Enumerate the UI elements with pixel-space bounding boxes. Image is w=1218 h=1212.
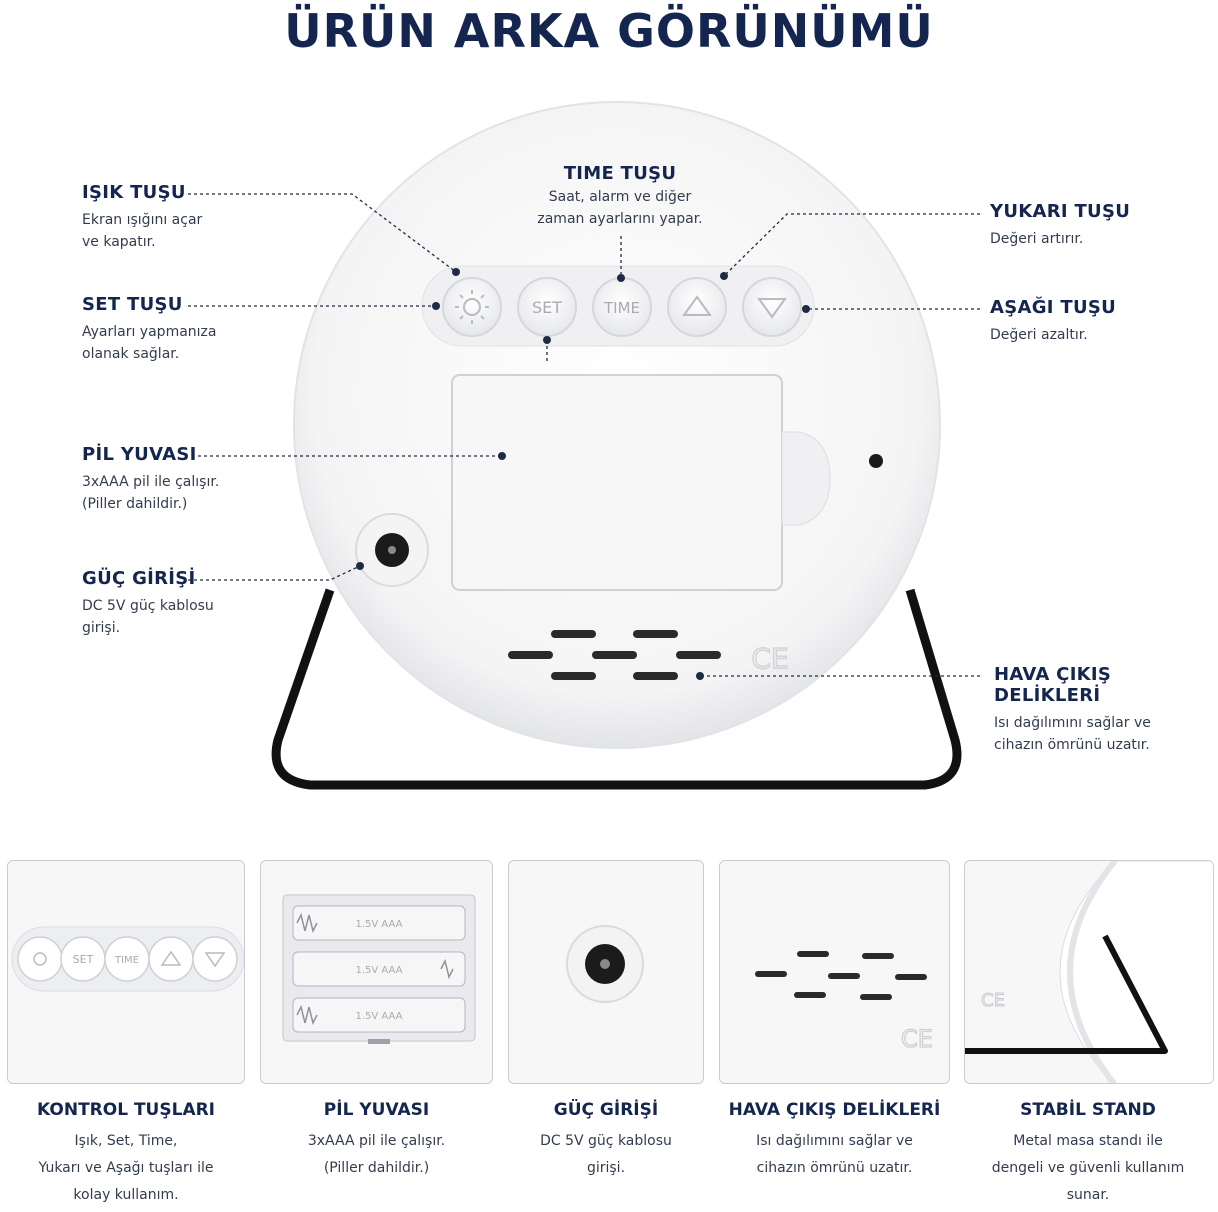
down-arrow-icon [204,952,226,968]
caption-title: GÜÇ GİRİŞİ [553,1100,659,1120]
callout-battery-line: (Piller dahildir.) [82,496,188,512]
down-arrow-icon [757,298,787,319]
leader-up [723,213,980,277]
leader-power [188,565,361,581]
caption-power: GÜÇ GİRİŞİ DC 5V güç kablosu girişi. [508,1100,704,1182]
ce-mark: CE [981,990,1005,1011]
set-button-label: SET [532,298,562,317]
caption-line: Işık, Set, Time, [74,1133,178,1149]
panel-set-label: SET [73,953,94,966]
caption-line: cihazın ömrünü uzatır. [756,1160,913,1176]
callout-time-line: zaman ayarlarını yapar. [537,211,703,227]
caption-line: 3xAAA pil ile çalışır. [307,1133,446,1149]
caption-line: Yukarı ve Aşağı tuşları ile [38,1160,214,1176]
set-button: SET [517,277,577,337]
sun-icon [33,952,47,966]
caption-line: sunar. [1066,1187,1110,1203]
light-button [442,277,502,337]
callout-set-line: Ayarları yapmanıza [82,324,217,340]
caption-line: Isı dağılımını sağlar ve [756,1133,913,1149]
caption-title: KONTROL TUŞLARI [36,1100,216,1120]
ce-mark: CE [751,642,788,675]
callout-power-line: girişi. [82,620,121,636]
page-title: ÜRÜN ARKA GÖRÜNÜMÜ [284,4,934,58]
down-button [742,277,802,337]
callout-vent-line: Isı dağılımını sağlar ve [994,715,1151,731]
panel-power [508,860,704,1084]
callout-time-title: TIME TUŞU [563,163,677,184]
callout-battery-title: PİL YUVASI [82,444,197,465]
callout-power-line: DC 5V güç kablosu [82,598,214,614]
callout-down-line: Değeri azaltır. [990,327,1088,343]
cell-label: 1.5V AAA [355,919,402,930]
caption-battery: PİL YUVASI 3xAAA pil ile çalışır. (Piller… [260,1100,493,1182]
panel-battery: 1.5V AAA 1.5V AAA 1.5V AAA [260,860,493,1084]
vent-slots [755,951,927,1000]
callout-vent-title: HAVA ÇIKIŞ DELİKLERİ [994,664,1112,706]
caption-line: dengeli ve güvenli kullanım [991,1160,1185,1176]
callout-light-title: IŞIK TUŞU [82,182,186,203]
callout-up-title: YUKARI TUŞU [990,201,1131,222]
panel-stand: CE [964,860,1214,1084]
panel-controls: SET TIME [7,860,245,1084]
ce-mark: CE [901,1025,933,1053]
callout-power: GÜÇ GİRİŞİ DC 5V güç kablosu girişi. [82,568,214,639]
battery-cover [451,374,783,591]
up-button [667,277,727,337]
callout-set-line: olanak sağlar. [82,346,180,362]
leader-light [188,193,457,273]
callout-light-line: ve kapatır. [82,234,156,250]
caption-stand: STABİL STAND Metal masa standı ile dengel… [962,1100,1214,1209]
panel-vent: CE [719,860,950,1084]
callout-up-line: Değeri artırır. [990,231,1084,247]
battery-cover-latch [781,431,831,526]
caption-title: STABİL STAND [1020,1100,1156,1120]
device-back-diagram: SET TIME CE [188,101,980,790]
metal-stand [271,588,962,790]
cell-label: 1.5V AAA [355,965,402,976]
caption-vent: HAVA ÇIKIŞ DELİKLERİ Isı dağılımını sağl… [716,1100,953,1182]
callout-time-line: Saat, alarm ve diğer [548,189,692,205]
caption-line: (Piller dahildir.) [323,1160,430,1176]
reset-hole [869,454,883,468]
up-arrow-icon [682,295,712,316]
caption-title: PİL YUVASI [323,1100,430,1120]
time-button: TIME [592,277,652,337]
caption-line: girişi. [586,1160,626,1176]
callout-power-title: GÜÇ GİRİŞİ [82,568,196,589]
caption-line: DC 5V güç kablosu [540,1133,672,1149]
callout-set: SET TUŞU Ayarları yapmanıza olanak sağlar… [82,294,216,365]
vent-slots [508,630,721,680]
battery-cells [292,905,466,1033]
callout-set-title: SET TUŞU [82,294,183,315]
callout-up: YUKARI TUŞU Değeri artırır. [990,201,1130,250]
callout-vent-line: cihazın ömrünü uzatır. [994,737,1150,753]
panel-time-label: TIME [114,955,139,966]
callout-time: TIME TUŞU Saat, alarm ve diğer zaman ayar… [520,163,720,230]
caption-controls: KONTROL TUŞLARI Işık, Set, Time, Yukarı v… [7,1100,245,1209]
time-button-label: TIME [603,299,640,317]
stand-arm [965,934,1168,1054]
cell-label: 1.5V AAA [355,1011,402,1022]
callout-down-title: AŞAĞI TUŞU [990,297,1117,318]
caption-line: Metal masa standı ile [1013,1133,1163,1149]
callout-battery-line: 3xAAA pil ile çalışır. [82,474,220,490]
callout-battery: PİL YUVASI 3xAAA pil ile çalışır. (Piller… [82,444,219,515]
callout-down: AŞAĞI TUŞU Değeri azaltır. [990,297,1116,346]
up-arrow-icon [160,950,182,966]
callout-light-line: Ekran ışığını açar [82,212,203,228]
caption-line: kolay kullanım. [73,1187,179,1203]
callout-light: IŞIK TUŞU Ekran ışığını açar ve kapatır. [82,182,202,253]
caption-title: HAVA ÇIKIŞ DELİKLERİ [728,1100,941,1120]
callout-vent: HAVA ÇIKIŞ DELİKLERİ Isı dağılımını sağl… [994,664,1218,756]
